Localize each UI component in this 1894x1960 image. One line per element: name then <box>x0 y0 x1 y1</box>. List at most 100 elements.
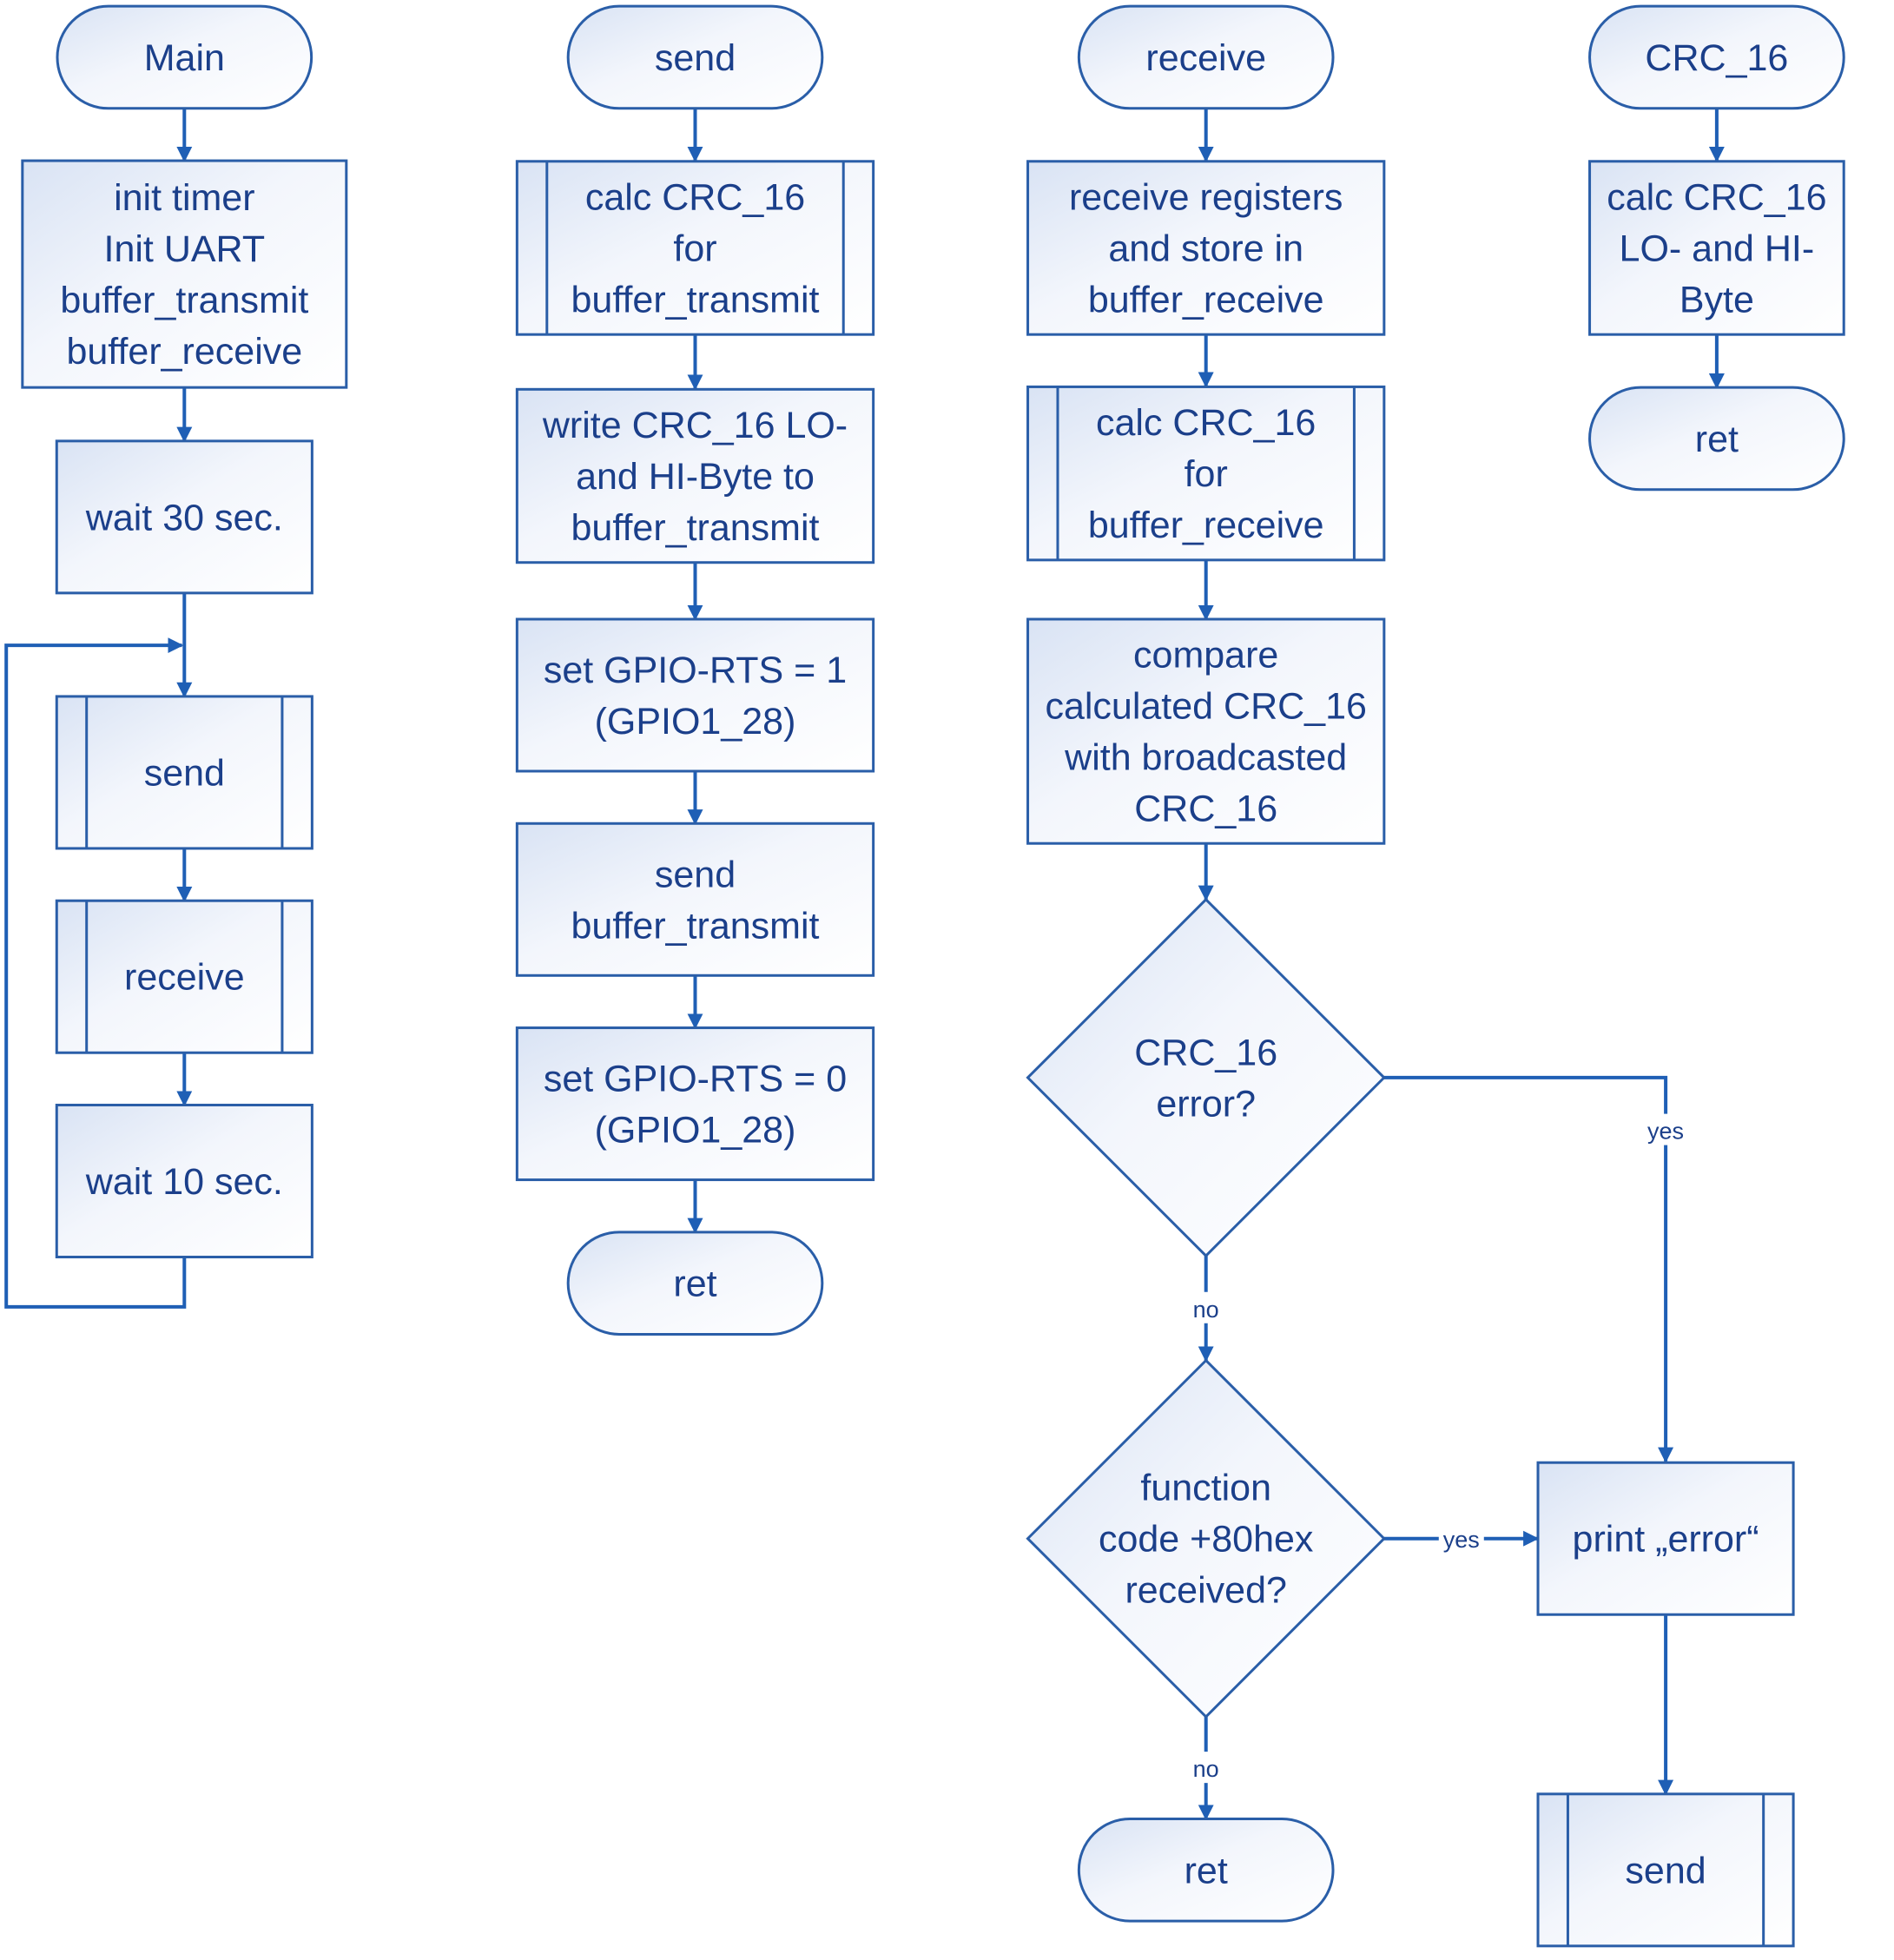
node-recv-print: print „error“ <box>1536 1461 1795 1616</box>
node-label-line: ret <box>1695 419 1739 460</box>
process-box <box>1026 617 1386 845</box>
node-recv-start: receive <box>1077 4 1335 110</box>
node-main-wait30: wait 30 sec. <box>55 439 313 595</box>
node-label-line: send <box>655 854 736 895</box>
node-label-line: write CRC_16 LO- <box>542 405 848 446</box>
node-main-wait10: wait 10 sec. <box>55 1103 313 1259</box>
node-label-line: wait 10 sec. <box>85 1161 283 1203</box>
process-box <box>1026 160 1386 336</box>
node-label-line: Init UART <box>104 228 266 270</box>
edge-label-background <box>1183 1752 1229 1784</box>
node-label-line: buffer_receive <box>1088 279 1324 320</box>
terminal-shape <box>1588 4 1845 110</box>
edge-recv-crcerr-to-recv-print <box>1383 1075 1674 1463</box>
node-send-write: write CRC_16 LO-and HI-Byte to buffer_tra… <box>515 387 875 564</box>
node-label-line: calc CRC_16 <box>585 176 805 218</box>
node-label-line: calc CRC_16 <box>1607 176 1826 218</box>
edge-main-wait10-to-main-send <box>4 637 187 1309</box>
node-label-line: LO- and HI- <box>1620 228 1815 269</box>
node-label-line: CRC_16 <box>1645 37 1788 79</box>
node-recv-func: function code +80hex received? <box>1026 1358 1386 1719</box>
node-label-line: (GPIO1_28) <box>595 701 796 742</box>
node-crc-start: CRC_16 <box>1588 4 1845 110</box>
process-box <box>515 822 875 977</box>
node-label-line: buffer_transmit <box>571 507 819 549</box>
node-label-line: CRC_16 <box>1134 1032 1277 1073</box>
terminal-shape <box>566 4 824 110</box>
process-box <box>515 387 875 564</box>
node-label-line: Main <box>144 37 225 79</box>
node-label-line: and HI-Byte to <box>576 456 815 498</box>
node-label-line: buffer_transmit <box>571 279 819 320</box>
process-box <box>1536 1461 1795 1616</box>
node-send-start: send <box>566 4 824 110</box>
node-label-line: for <box>1185 453 1228 495</box>
edge-label-no: no <box>1193 1756 1219 1782</box>
node-label-line: (GPIO1_28) <box>595 1110 796 1152</box>
node-label-line: calculated CRC_16 <box>1045 686 1366 728</box>
terminal-shape <box>566 1231 824 1336</box>
node-label-line: set GPIO-RTS = 1 <box>544 650 847 691</box>
edge-label-background <box>1438 1522 1484 1554</box>
subprocess-box <box>55 695 313 850</box>
node-label-line: and store in <box>1108 228 1303 269</box>
node-label-line: receive <box>1145 37 1266 79</box>
node-label-line: for <box>673 228 716 269</box>
node-label-line: buffer_receive <box>1088 505 1324 546</box>
terminal-shape <box>1077 4 1335 110</box>
node-label-line: wait 30 sec. <box>85 497 283 538</box>
process-box <box>1588 160 1845 336</box>
node-label-line: with broadcasted <box>1064 737 1347 779</box>
terminal-shape <box>56 4 313 110</box>
node-send-rts1: set GPIO-RTS = 1 (GPIO1_28) <box>515 617 875 773</box>
node-label-line: code +80hex <box>1099 1519 1314 1561</box>
node-label-line: buffer_receive <box>66 331 302 373</box>
node-recv-store: receive registers and store in buffer_rece… <box>1026 160 1386 336</box>
node-label-line: function <box>1140 1468 1271 1509</box>
node-label-line: ret <box>1185 1850 1228 1891</box>
node-label-line: init timer <box>114 177 254 219</box>
node-recv-send: send <box>1536 1792 1795 1948</box>
decision-diamond <box>1026 897 1386 1258</box>
subprocess-box <box>1536 1792 1795 1948</box>
node-label-line: send <box>144 752 225 794</box>
edge-label-yes: yes <box>1443 1527 1480 1553</box>
node-label-line: received? <box>1125 1570 1286 1612</box>
edge-label-background <box>1643 1113 1689 1145</box>
node-label-line: buffer_transmit <box>60 280 308 321</box>
process-box <box>21 159 348 389</box>
node-label-line: compare <box>1133 635 1278 676</box>
node-label-line: send <box>655 37 736 79</box>
node-label-line: buffer_transmit <box>571 905 819 947</box>
node-main-send: send <box>55 695 313 850</box>
edge-label-no: no <box>1193 1297 1219 1323</box>
node-label-line: print „error“ <box>1573 1519 1759 1561</box>
subprocess-box <box>515 160 875 336</box>
node-main-receive: receive <box>55 899 313 1054</box>
node-send-send: send buffer_transmit <box>515 822 875 977</box>
terminal-shape <box>1077 1818 1335 1923</box>
process-box <box>515 617 875 773</box>
process-box <box>515 1026 875 1182</box>
subprocess-box <box>55 899 313 1054</box>
node-label-line: receive registers <box>1069 176 1343 218</box>
node-label-line: calc CRC_16 <box>1096 402 1316 444</box>
node-crc-ret: ret <box>1588 386 1845 492</box>
edge-label-background <box>1183 1291 1229 1323</box>
subprocess-box <box>1026 385 1386 562</box>
decision-diamond <box>1026 1358 1386 1719</box>
process-box <box>55 439 313 595</box>
node-label-line: CRC_16 <box>1134 789 1277 830</box>
edge-label-yes: yes <box>1647 1119 1684 1145</box>
node-label-line: ret <box>673 1264 716 1305</box>
edge-labels-layer: yes no yes no <box>1183 1113 1689 1784</box>
process-box <box>55 1103 313 1259</box>
node-main-start: Main <box>56 4 313 110</box>
